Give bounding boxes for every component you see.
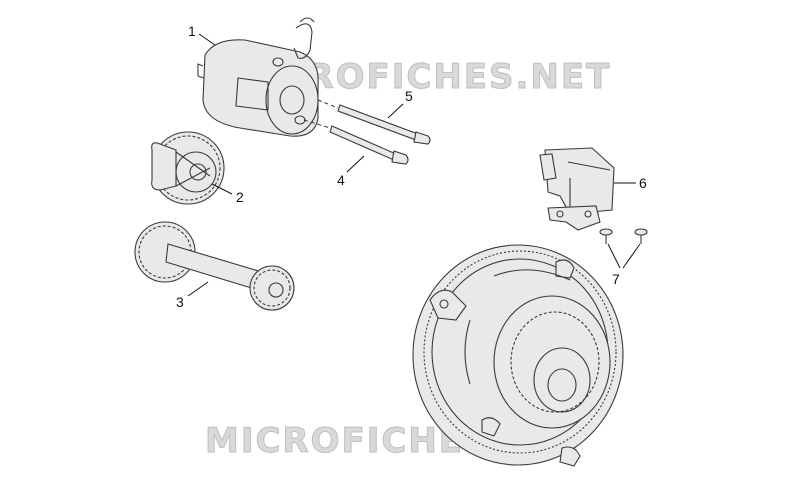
callout-3: 3 xyxy=(176,294,184,310)
leader-2 xyxy=(211,183,233,195)
screws-part xyxy=(599,228,648,244)
assembly-line-5 xyxy=(317,99,339,109)
callout-2: 2 xyxy=(236,189,244,205)
leader-7b xyxy=(622,243,641,269)
leader-5 xyxy=(387,103,404,119)
callout-5: 5 xyxy=(405,88,413,104)
callout-1: 1 xyxy=(188,23,196,39)
bolt-4-part xyxy=(329,125,409,165)
bolt-5-part xyxy=(337,104,431,145)
leader-1 xyxy=(198,33,216,46)
leader-4 xyxy=(346,155,365,173)
callout-7: 7 xyxy=(612,271,620,287)
flywheel-rotor-part xyxy=(412,244,624,467)
assembly-line-4 xyxy=(303,119,331,129)
pickup-sensor-part xyxy=(539,147,615,231)
leader-3 xyxy=(187,281,209,297)
callout-6: 6 xyxy=(639,175,647,191)
leader-7a xyxy=(607,243,621,269)
gear-shaft-part xyxy=(134,221,295,311)
double-gear-part xyxy=(151,131,225,205)
callout-4: 4 xyxy=(337,172,345,188)
starter-motor-part xyxy=(197,17,319,137)
